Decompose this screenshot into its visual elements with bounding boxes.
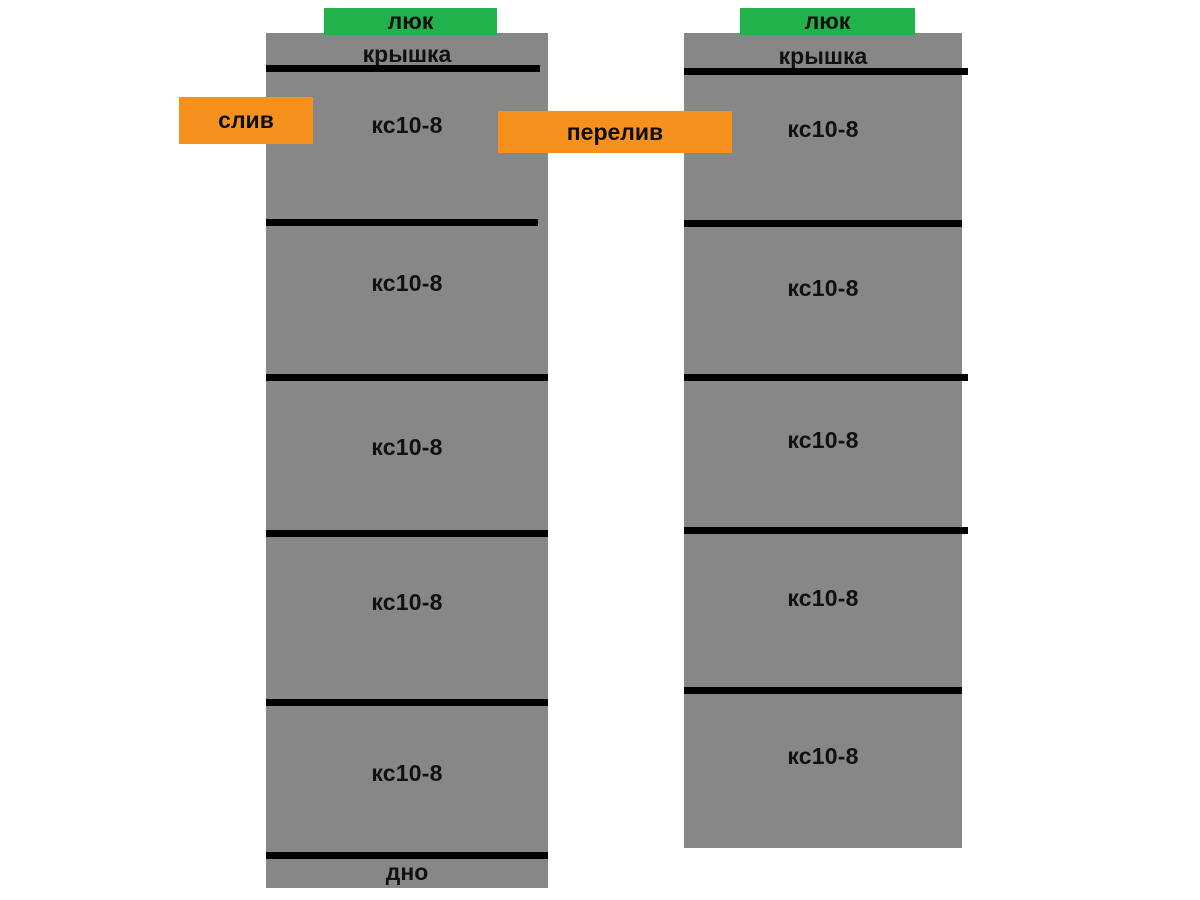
bottom-label-left: дно: [385, 859, 429, 885]
overflow-pipe-tag[interactable]: перелив: [498, 111, 732, 153]
joint-line-right-cap: [684, 68, 968, 75]
ring-label-right-3: кс10-8: [787, 427, 859, 453]
hatch-tag-right[interactable]: люк: [740, 8, 915, 35]
joint-line-left-cap: [266, 65, 540, 72]
well-left-shaft: [266, 33, 548, 888]
overflow-pipe-label: перелив: [566, 118, 664, 145]
ring-label-right-2: кс10-8: [787, 275, 859, 301]
joint-line-right-2: [684, 374, 968, 381]
ring-label-left-5: кс10-8: [371, 760, 443, 786]
ring-label-left-1: кс10-8: [371, 112, 443, 138]
joint-line-right-3: [684, 527, 968, 534]
cap-label-right: крышка: [778, 43, 868, 69]
hatch-tag-left-label: люк: [387, 8, 434, 34]
joint-line-left-2: [266, 374, 548, 381]
joint-line-left-1: [266, 219, 538, 226]
joint-line-left-bottom: [266, 852, 548, 859]
joint-line-left-3: [266, 530, 548, 537]
ring-label-left-2: кс10-8: [371, 270, 443, 296]
ring-label-right-1: кс10-8: [787, 116, 859, 142]
ring-label-left-3: кс10-8: [371, 434, 443, 460]
cap-label-left: крышка: [362, 41, 452, 67]
ring-label-right-4: кс10-8: [787, 585, 859, 611]
drain-pipe-label: слив: [218, 107, 274, 133]
hatch-tag-left[interactable]: люк: [324, 8, 497, 35]
joint-line-right-4: [684, 687, 962, 694]
ring-label-left-4: кс10-8: [371, 589, 443, 615]
well-right-shaft: [684, 33, 962, 848]
joint-line-right-1: [684, 220, 962, 227]
drain-pipe-tag[interactable]: слив: [179, 97, 313, 144]
joint-line-left-4: [266, 699, 548, 706]
hatch-tag-right-label: люк: [804, 8, 851, 34]
ring-label-right-5: кс10-8: [787, 743, 859, 769]
